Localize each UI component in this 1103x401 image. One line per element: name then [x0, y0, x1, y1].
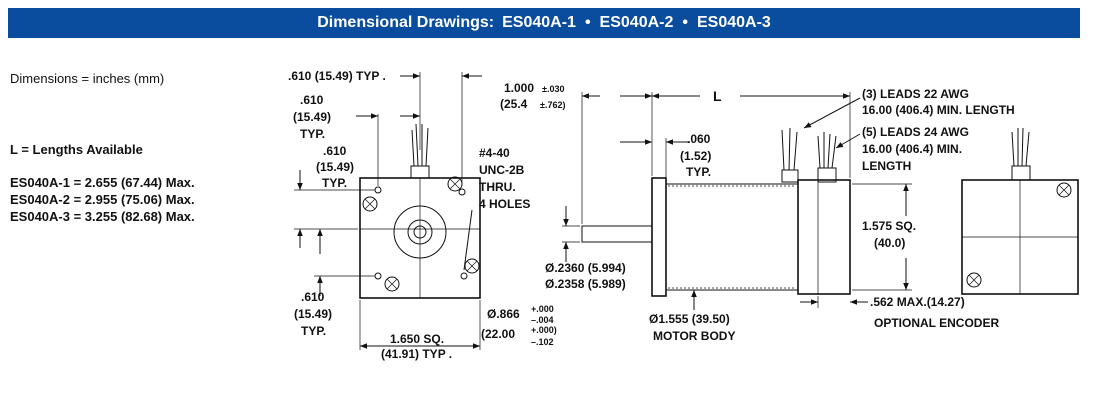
bottom-left-line1: .610: [301, 290, 325, 304]
pilot-tol-mm-minus: –.102: [531, 337, 554, 347]
front-pilot-circle: [393, 205, 447, 259]
side-lead-exit-3: [781, 169, 799, 183]
encoder-label: OPTIONAL ENCODER: [874, 316, 999, 330]
left2-line1: .610: [323, 144, 347, 158]
side-square-line2: (40.0): [874, 236, 905, 250]
leads3-line1: (3) LEADS 22 AWG: [862, 87, 969, 101]
banner-model-3: ES040A-3: [696, 14, 771, 31]
square-line2: (41.91) TYP .: [381, 347, 452, 361]
left2-line2: (15.49): [316, 160, 354, 174]
length-es040a-3: ES040A-3 = 3.255 (82.68) Max.: [10, 209, 195, 224]
square-line1: 1.650 SQ.: [390, 332, 444, 346]
flange-line2: (1.52): [680, 149, 711, 163]
side-shaft: [581, 225, 653, 243]
side-view: 1.000 ±.030 (25.4 ±.762) L .060 (1.52) T…: [500, 81, 1015, 343]
leads5-line3: LENGTH: [862, 159, 911, 173]
bottom-left-line2: (15.49): [294, 307, 332, 321]
lead-wires-icon: [411, 123, 429, 167]
side-motor-body: [665, 183, 799, 291]
holes-line2: UNC-2B: [479, 163, 525, 177]
screw-icon: [384, 276, 400, 292]
front-shaft-circle: [413, 225, 427, 239]
side-lead-exit-5: [817, 167, 837, 183]
rear-lead-exit: [1011, 165, 1031, 181]
shaft-dia-line2: Ø.2358 (5.989): [545, 277, 626, 291]
length-es040a-1: ES040A-1 = 2.655 (67.44) Max.: [10, 175, 195, 190]
mounting-hole-icon: [458, 188, 466, 196]
pilot-dia-in: Ø.866: [487, 307, 520, 321]
shaft-len-mm: (25.4: [500, 97, 528, 111]
shaft-dia-line1: Ø.2360 (5.994): [545, 261, 626, 275]
body-dia-line1: Ø1.555 (39.50): [649, 312, 730, 326]
holes-line1: #4-40: [479, 146, 510, 160]
body-texture: [668, 185, 796, 289]
side-flange: [651, 177, 667, 297]
pilot-tol-mm-plus: +.000): [531, 325, 557, 335]
top-typ-label: .610 (15.49) TYP .: [288, 69, 386, 83]
front-hub-circle: [407, 219, 433, 245]
pilot-tol-in-minus: –.004: [531, 315, 554, 325]
screw-icon: [362, 196, 378, 212]
rear-view: [961, 127, 1079, 295]
flange-line1: .060: [687, 132, 711, 146]
screw-icon: [447, 176, 463, 192]
lengths-title: L = Lengths Available: [10, 142, 143, 157]
bottom-left-line3: TYP.: [301, 324, 326, 338]
lead-wires-icon: [781, 127, 837, 171]
left1-line1: .610: [300, 93, 324, 107]
screw-icon: [464, 258, 480, 274]
leads3-line2: 16.00 (406.4) MIN. LENGTH: [862, 103, 1015, 117]
screw-icon: [966, 272, 982, 288]
screw-icon: [1056, 182, 1072, 198]
shaft-len-tol-mm: ±.762): [540, 100, 565, 110]
leads5-line2: 16.00 (406.4) MIN.: [862, 142, 962, 156]
banner-model-1: ES040A-1: [502, 14, 576, 31]
left1-line2: (15.49): [293, 110, 331, 124]
title-banner: Dimensional Drawings: ES040A-1 • ES040A-…: [8, 8, 1080, 38]
flange-line3: TYP.: [686, 165, 711, 179]
lead-wires-icon: [1011, 127, 1030, 167]
shaft-len-tol-in: ±.030: [542, 84, 564, 94]
side-square-line1: 1.575 SQ.: [862, 219, 916, 233]
banner-title: Dimensional Drawings:: [317, 14, 495, 31]
pilot-tol-in-plus: +.000: [531, 304, 554, 314]
banner-bullet-2: •: [682, 14, 688, 31]
holes-line4: 4 HOLES: [479, 197, 530, 211]
lead-exit: [410, 165, 430, 179]
left1-line3: TYP.: [300, 127, 325, 141]
left2-line3: TYP.: [322, 176, 347, 190]
holes-line3: THRU.: [479, 180, 516, 194]
front-view: .610 (15.49) TYP . .610 (15.49) TYP. .61…: [288, 69, 557, 361]
length-l-label: L: [713, 88, 722, 104]
pilot-dia-mm: (22.00: [481, 327, 515, 341]
banner-bullet-1: •: [584, 14, 591, 31]
encoder-length: .562 MAX.(14.27): [870, 295, 965, 309]
mounting-hole-icon: [374, 186, 382, 194]
banner-model-2: ES040A-2: [599, 14, 674, 31]
units-note: Dimensions = inches (mm): [10, 71, 165, 86]
mounting-hole-icon: [374, 272, 382, 280]
shaft-len-in: 1.000: [504, 81, 534, 95]
body-dia-line2: MOTOR BODY: [653, 329, 735, 343]
mounting-hole-icon: [460, 272, 468, 280]
side-encoder-body: [797, 179, 851, 295]
length-es040a-2: ES040A-2 = 2.955 (75.06) Max.: [10, 192, 195, 207]
leads5-line1: (5) LEADS 24 AWG: [862, 125, 969, 139]
